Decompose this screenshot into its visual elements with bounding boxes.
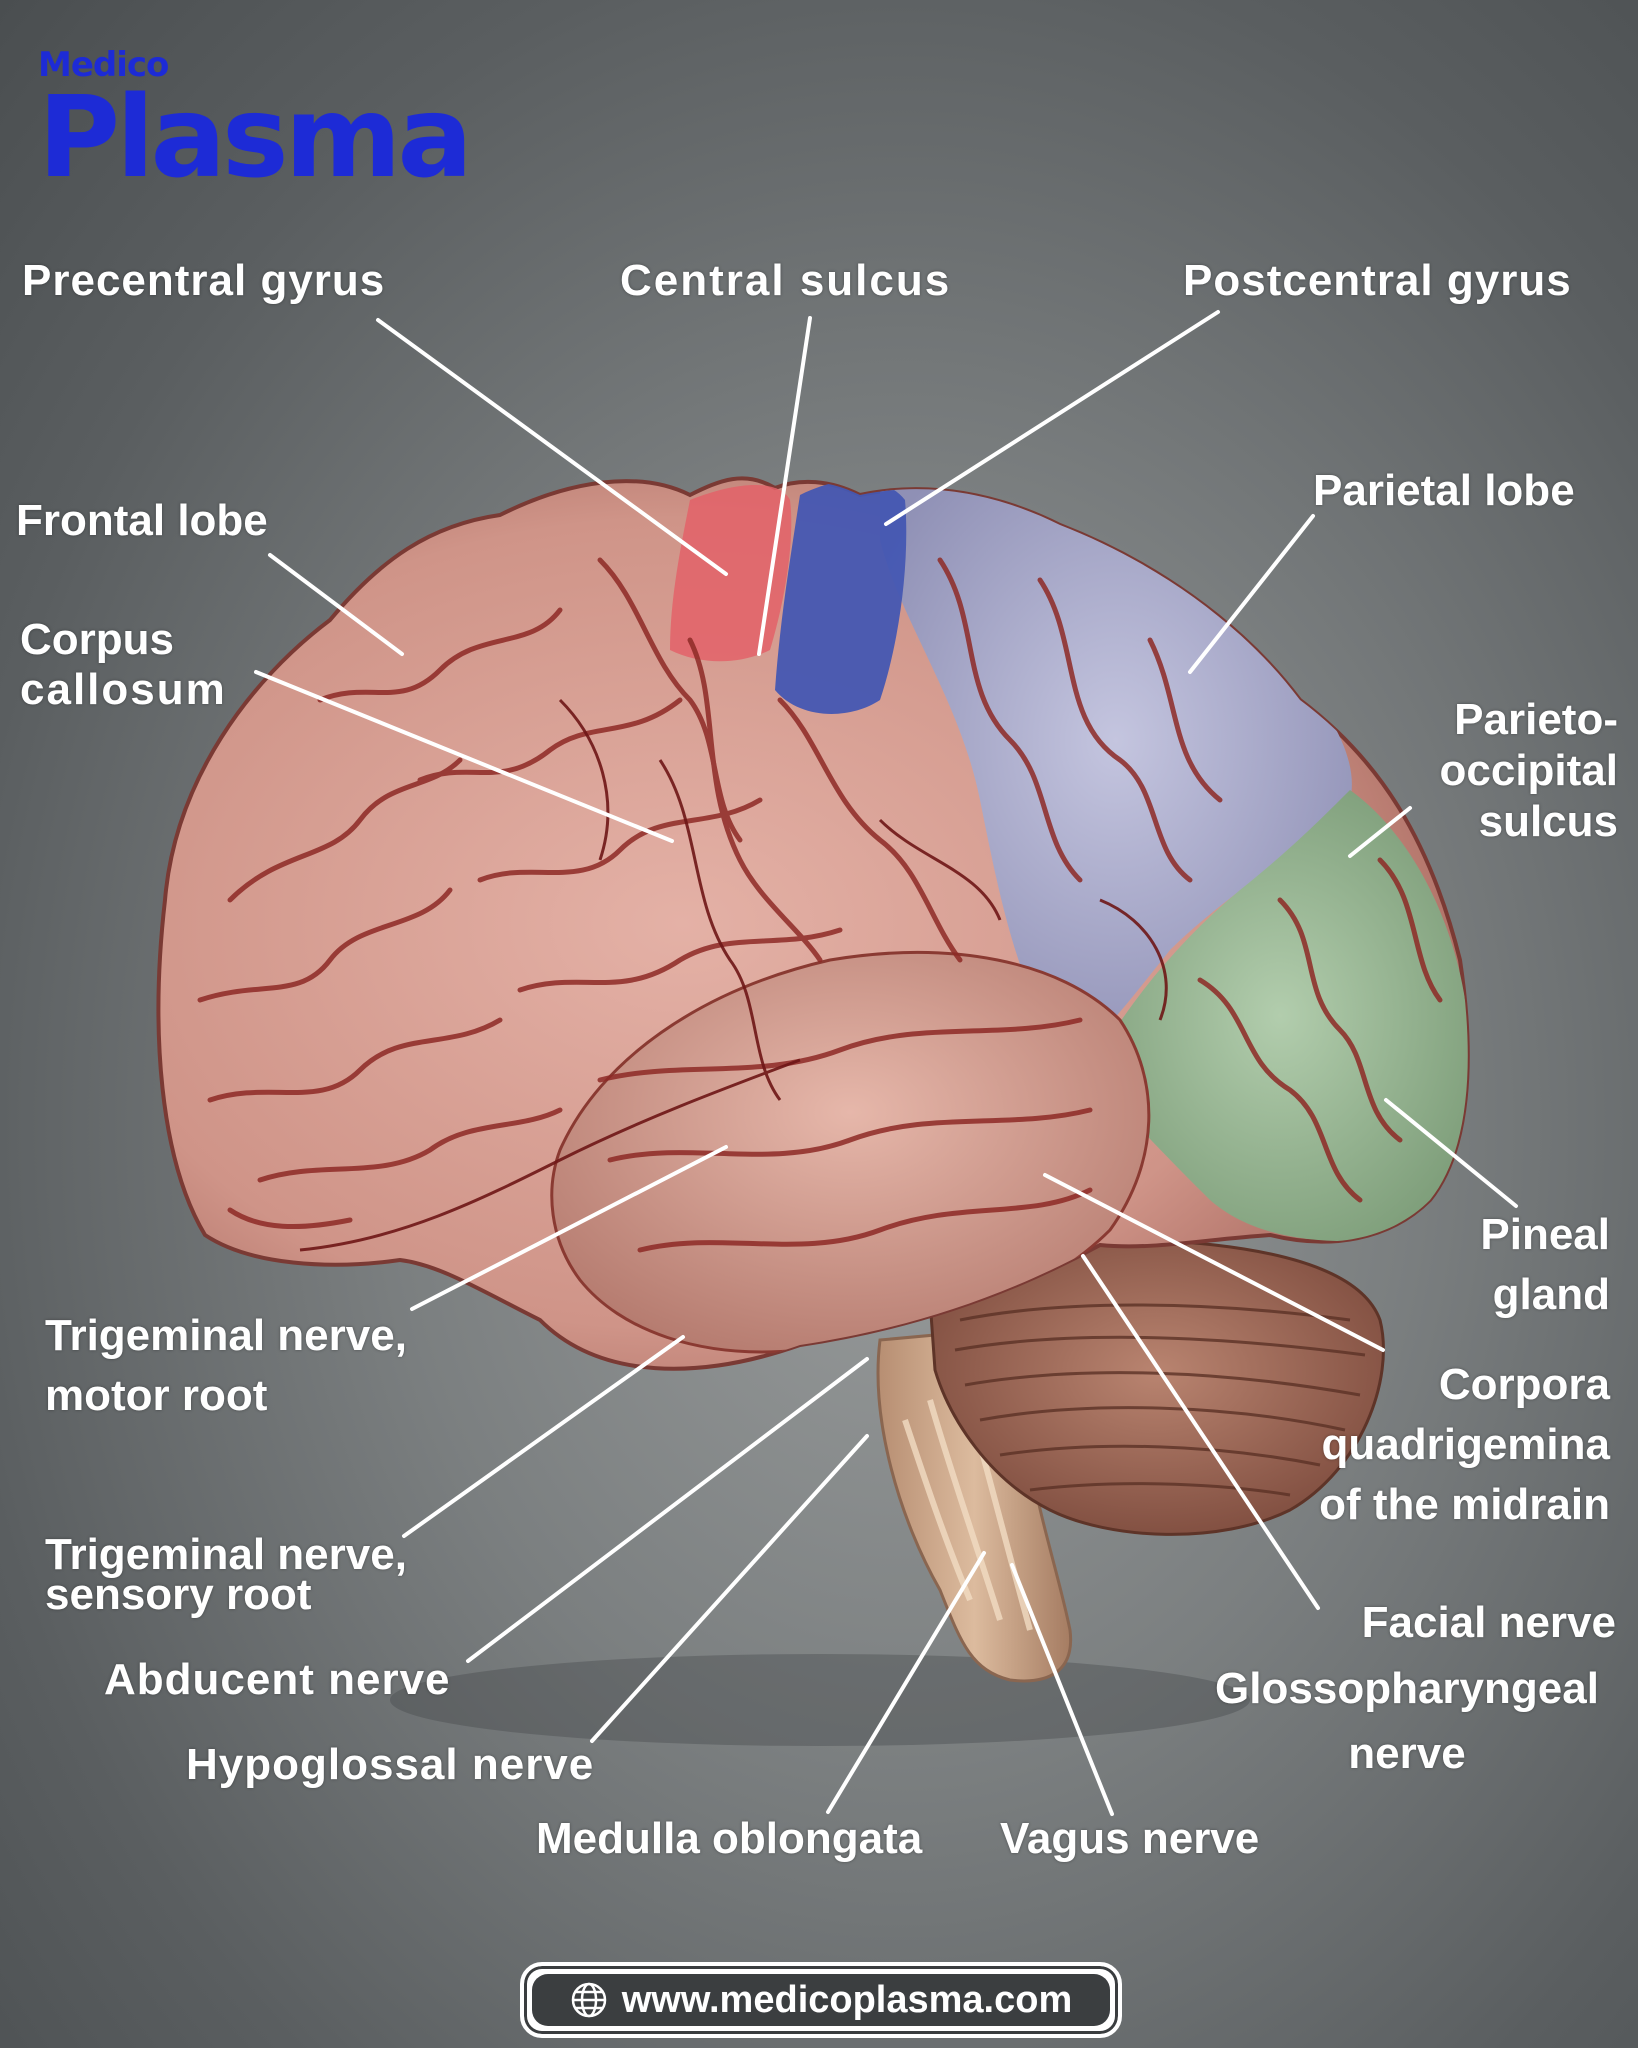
precentral-gyrus bbox=[670, 485, 792, 662]
label-vagus-nerve: Vagus nerve bbox=[1000, 1814, 1260, 1863]
leader-vagus-nerve bbox=[1010, 1563, 1114, 1816]
leader-medulla-oblongata bbox=[826, 1551, 986, 1814]
label-corpora-line-1: Corpora bbox=[1438, 1360, 1610, 1409]
label-trigeminal-motor-root: Trigeminal nerve, motor root bbox=[45, 1306, 407, 1426]
label-hypoglossal-nerve: Hypoglossal nerve bbox=[186, 1740, 595, 1789]
label-trigeminal-motor-line-1: Trigeminal nerve, bbox=[45, 1311, 407, 1360]
leader-precentral-gyrus bbox=[376, 318, 728, 576]
leader-pineal-gland bbox=[1384, 1098, 1518, 1208]
leader-postcentral-gyrus bbox=[884, 310, 1220, 526]
leader-parieto-occipital-sulcus bbox=[1348, 806, 1412, 858]
leader-corpora-quadrigemina bbox=[1043, 1173, 1385, 1352]
globe-icon bbox=[571, 1982, 606, 2018]
label-corpus-callosum-line-2: callosum bbox=[20, 665, 227, 714]
label-trigeminal-sensory-line-1: Trigeminal nerve, bbox=[45, 1530, 407, 1579]
label-precentral-gyrus: Precentral gyrus bbox=[22, 256, 386, 305]
label-facial-nerve: Facial nerve bbox=[1361, 1598, 1616, 1647]
label-central-sulcus: Central sulcus bbox=[620, 256, 952, 305]
leader-facial-nerve bbox=[1081, 1254, 1320, 1610]
leader-trigeminal-motor bbox=[410, 1145, 728, 1311]
postcentral-gyrus bbox=[775, 480, 907, 714]
leader-central-sulcus bbox=[757, 316, 812, 656]
label-parietal-lobe: Parietal lobe bbox=[1313, 466, 1575, 515]
website-link[interactable]: www.medicoplasma.com bbox=[520, 1962, 1122, 2038]
logo-line-2: Plasma bbox=[38, 73, 473, 203]
label-medulla-oblongata: Medulla oblongata bbox=[536, 1814, 923, 1863]
label-pineal-gland: Pineal gland bbox=[1480, 1205, 1610, 1325]
occipital-region bbox=[1090, 790, 1468, 1242]
leader-frontal-lobe bbox=[268, 553, 404, 656]
website-url: www.medicoplasma.com bbox=[621, 1978, 1073, 2021]
label-corpora-quadrigemina: Corpora quadrigemina of the midrain bbox=[1319, 1355, 1610, 1535]
label-frontal-lobe: Frontal lobe bbox=[16, 496, 268, 545]
cerebellum-folia bbox=[954, 1303, 1366, 1497]
gyri-folds bbox=[197, 557, 1443, 1253]
label-trigeminal-motor-line-2: motor root bbox=[45, 1371, 268, 1420]
leader-trigeminal-sensory bbox=[402, 1335, 685, 1538]
leader-abducent-nerve bbox=[466, 1357, 869, 1663]
blood-vessels bbox=[299, 698, 1168, 1252]
label-postcentral-gyrus: Postcentral gyrus bbox=[1183, 256, 1572, 305]
label-corpus-callosum-line-1: Corpus bbox=[20, 615, 174, 664]
label-trigeminal-sensory-root: Trigeminal nerve, sensory root bbox=[45, 1530, 407, 1619]
label-glosso-line-2: nerve bbox=[1348, 1729, 1466, 1778]
label-abducent-nerve: Abducent nerve bbox=[104, 1655, 451, 1704]
leader-hypoglossal-nerve bbox=[590, 1434, 869, 1743]
label-parieto-occipital-line-3: sulcus bbox=[1478, 797, 1618, 846]
medico-plasma-logo: Medico Plasma bbox=[38, 45, 473, 203]
label-parieto-occipital-line-1: Parieto- bbox=[1454, 695, 1618, 744]
floor-shadow bbox=[390, 1654, 1250, 1746]
temporal-lobe bbox=[550, 951, 1151, 1354]
label-pineal-line-1: Pineal bbox=[1480, 1210, 1610, 1259]
label-glossopharyngeal-nerve: Glossopharyngeal nerve bbox=[1196, 1656, 1618, 1786]
leader-parietal-lobe bbox=[1188, 514, 1315, 674]
leader-corpus-callosum bbox=[254, 670, 674, 843]
leader-lines bbox=[254, 310, 1518, 1816]
label-pineal-line-2: gland bbox=[1492, 1270, 1610, 1319]
label-corpora-line-3: of the midrain bbox=[1319, 1480, 1610, 1529]
label-glosso-line-1: Glossopharyngeal bbox=[1215, 1664, 1599, 1713]
label-trigeminal-sensory-line-2: sensory root bbox=[45, 1570, 312, 1619]
logo-line-1: Medico bbox=[38, 45, 169, 85]
label-parieto-occipital-sulcus: Parieto- occipital sulcus bbox=[1440, 694, 1619, 847]
label-corpus-callosum: Corpus callosum bbox=[20, 615, 227, 715]
label-parieto-occipital-line-2: occipital bbox=[1439, 746, 1619, 795]
website-link-inner: www.medicoplasma.com bbox=[532, 1974, 1110, 2026]
label-corpora-line-2: quadrigemina bbox=[1321, 1420, 1611, 1469]
